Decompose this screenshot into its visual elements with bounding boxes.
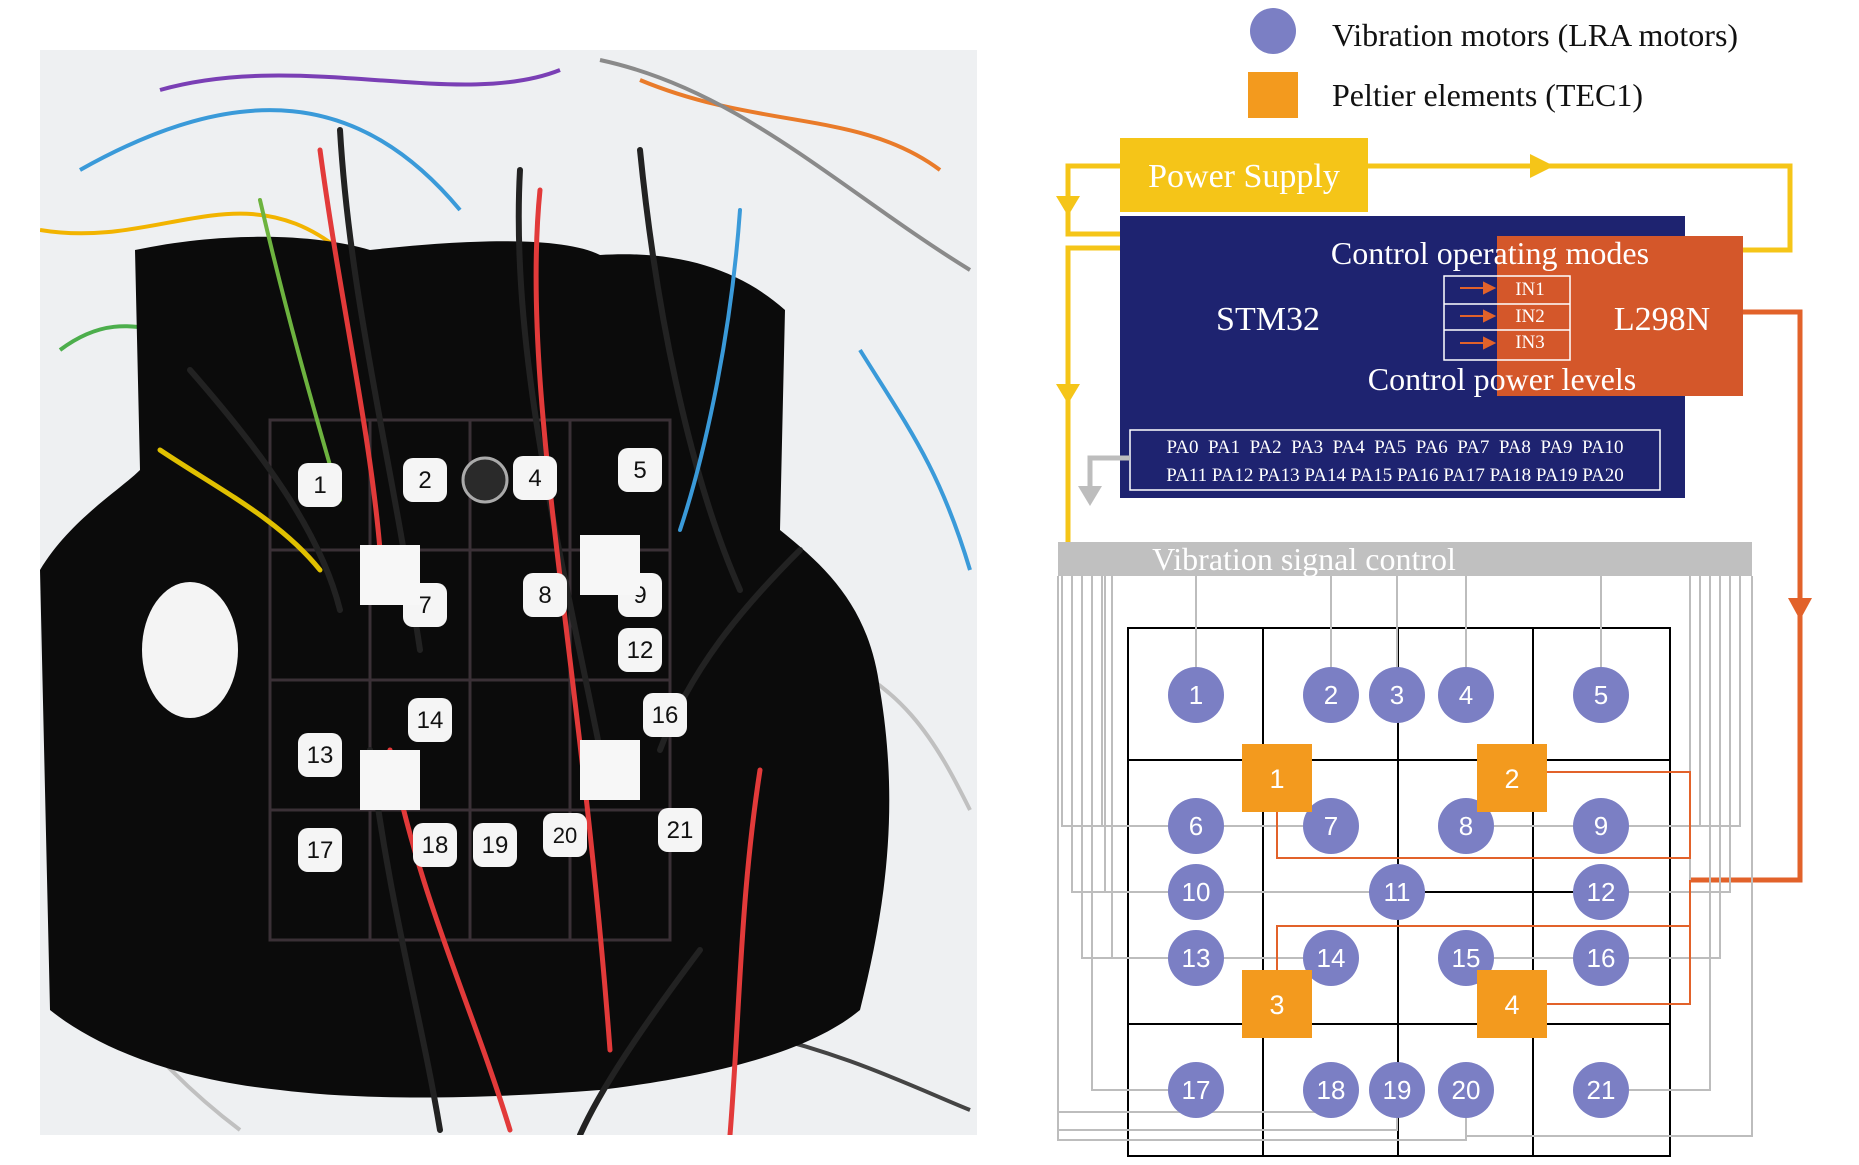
motor-label: 9 xyxy=(1594,811,1608,841)
l298n-label: L298N xyxy=(1614,301,1710,338)
legend-motor-label: Vibration motors (LRA motors) xyxy=(1332,17,1738,53)
vibration-motor-13: 13 xyxy=(1168,930,1224,986)
motor-label: 8 xyxy=(1459,811,1473,841)
signal-wire xyxy=(1629,576,1740,826)
motor-label: 20 xyxy=(1452,1075,1481,1105)
motor-label: 3 xyxy=(1390,680,1404,710)
motor-label: 18 xyxy=(1317,1075,1346,1105)
vibration-motor-18: 18 xyxy=(1303,1062,1359,1118)
motor-label: 7 xyxy=(1324,811,1338,841)
motor-label: 15 xyxy=(1452,943,1481,973)
motor-label: 16 xyxy=(1587,943,1616,973)
vibration-motor-4: 4 xyxy=(1438,667,1494,723)
pa-row1: PA0 PA1 PA2 PA3 PA4 PA5 PA6 PA7 PA8 PA9 … xyxy=(1167,437,1624,458)
signal-bus-label: Vibration signal control xyxy=(1152,541,1456,577)
peltier-label: 1 xyxy=(1269,764,1284,794)
legend-motor-swatch xyxy=(1250,8,1296,54)
motor-label: 11 xyxy=(1384,877,1411,907)
vibration-motor-3: 3 xyxy=(1369,667,1425,723)
motor-label: 10 xyxy=(1182,877,1211,907)
signal-wire xyxy=(1058,576,1397,1130)
vibration-motor-17: 17 xyxy=(1168,1062,1224,1118)
peltier-element-2: 2 xyxy=(1477,744,1547,812)
legend-peltier-swatch xyxy=(1248,72,1298,118)
motor-label: 6 xyxy=(1189,811,1203,841)
in1-label: IN1 xyxy=(1515,279,1545,300)
legend: Vibration motors (LRA motors) Peltier el… xyxy=(1248,8,1738,118)
peltier-element-3: 3 xyxy=(1242,970,1312,1038)
peltier-label: 4 xyxy=(1504,990,1519,1020)
in3-label: IN3 xyxy=(1515,332,1545,353)
motor-label: 13 xyxy=(1182,943,1211,973)
bus-arrow xyxy=(1078,486,1102,506)
peltier-element-4: 4 xyxy=(1477,970,1547,1038)
motor-label: 5 xyxy=(1594,680,1608,710)
signal-wire xyxy=(1092,576,1168,1090)
signal-wire xyxy=(1062,576,1168,826)
l298n-line xyxy=(1690,312,1800,880)
peltier-label: 3 xyxy=(1269,990,1284,1020)
vibration-motor-21: 21 xyxy=(1573,1062,1629,1118)
vibration-motor-6: 6 xyxy=(1168,798,1224,854)
vibration-motor-1: 1 xyxy=(1168,667,1224,723)
signal-wire xyxy=(1082,576,1168,958)
vibration-motor-20: 20 xyxy=(1438,1062,1494,1118)
stm32-label: STM32 xyxy=(1216,301,1320,338)
peltier-label: 2 xyxy=(1504,764,1519,794)
motor-label: 19 xyxy=(1383,1075,1412,1105)
vibration-motor-19: 19 xyxy=(1369,1062,1425,1118)
l298n-arrow xyxy=(1788,598,1812,620)
in2-label: IN2 xyxy=(1515,306,1545,327)
vibration-motor-2: 2 xyxy=(1303,667,1359,723)
pa-row2: PA11 PA12 PA13 PA14 PA15 PA16 PA17 PA18 … xyxy=(1166,465,1623,486)
signal-wire xyxy=(1072,576,1168,892)
vibration-motor-12: 12 xyxy=(1573,864,1629,920)
vibration-motor-10: 10 xyxy=(1168,864,1224,920)
motor-label: 21 xyxy=(1587,1075,1616,1105)
levels-label: Control power levels xyxy=(1368,361,1636,397)
vibration-motor-5: 5 xyxy=(1573,667,1629,723)
motor-label: 4 xyxy=(1459,680,1473,710)
vibration-motor-16: 16 xyxy=(1573,930,1629,986)
signal-wire xyxy=(1629,576,1730,892)
motor-label: 14 xyxy=(1317,943,1346,973)
motor-label: 1 xyxy=(1189,680,1203,710)
peltier-element-1: 1 xyxy=(1242,744,1312,812)
motor-label: 12 xyxy=(1587,877,1616,907)
motor-label: 2 xyxy=(1324,680,1338,710)
power-supply-label: Power Supply xyxy=(1148,158,1340,195)
modes-label: Control operating modes xyxy=(1331,235,1649,271)
vibration-motor-9: 9 xyxy=(1573,798,1629,854)
motor-label: 17 xyxy=(1182,1075,1211,1105)
legend-peltier-label: Peltier elements (TEC1) xyxy=(1332,77,1643,113)
vibration-motor-11: 11 xyxy=(1369,864,1425,920)
signal-wire xyxy=(1629,576,1720,958)
